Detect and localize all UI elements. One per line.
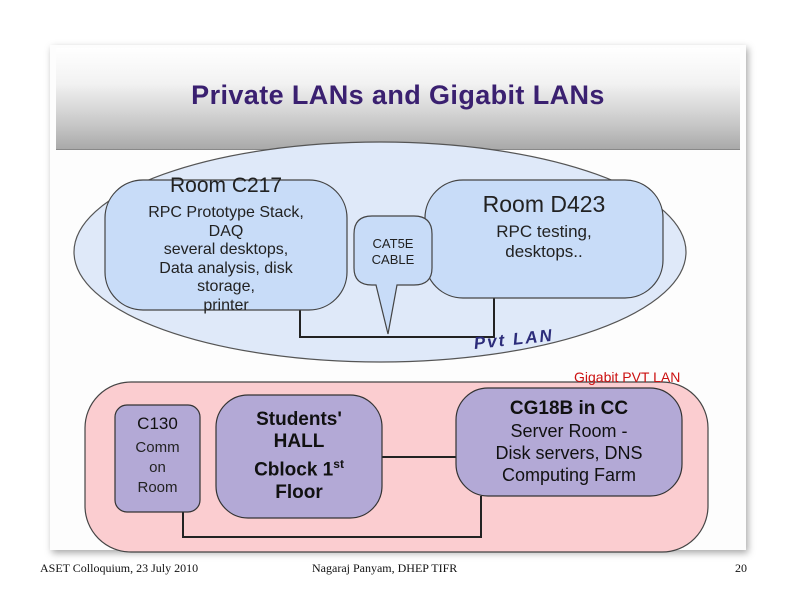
cg18b-line: Server Room - — [510, 421, 628, 441]
room-c217-title: Room C217 — [169, 174, 283, 197]
room-c217-details: RPC Prototype Stack, DAQ several desktop… — [105, 204, 347, 315]
cg18b-title: CG18B in CC — [509, 398, 629, 419]
room-c217-box — [104, 179, 348, 311]
students-hall-line: Students' — [256, 409, 342, 431]
c130-line: Room — [137, 478, 178, 496]
callout-line: CABLE — [371, 252, 415, 267]
students-hall-line: Floor — [275, 481, 323, 503]
room-d423-title: Room D423 — [482, 191, 606, 217]
c130-box — [114, 404, 201, 513]
cg18b-node: CG18B in CC Server Room - Disk servers, … — [456, 388, 682, 496]
cg18b-box — [455, 387, 683, 497]
students-hall-line: Cblock 1 — [254, 459, 334, 481]
gigabit-link-bottom — [182, 496, 482, 538]
room-d423-details: RPC testing, desktops.. — [425, 222, 663, 262]
slide-title: Private LANs and Gigabit LANs — [191, 80, 605, 110]
c130-title: C130 — [137, 413, 178, 433]
students-hall-node: Students' HALL Cblock 1st Floor — [216, 395, 382, 518]
students-hall-line-3: Cblock 1st — [254, 453, 344, 481]
room-c217-line: DAQ — [208, 222, 244, 240]
students-hall-box — [215, 394, 383, 519]
c130-node: C130 Comm on Room — [115, 405, 200, 512]
page-number: 20 — [735, 561, 747, 575]
footer-center: Nagaraj Panyam, DHEP TIFR — [312, 561, 458, 575]
students-hall-superscript: st — [333, 457, 344, 472]
title-bar — [56, 48, 740, 150]
gigabit-lan-label: Gigabit PVT LAN — [574, 369, 681, 385]
room-c217-line: RPC Prototype Stack, — [148, 204, 304, 221]
c130-line: on — [149, 458, 166, 476]
room-c217-line: storage, — [197, 278, 255, 295]
room-c217-line: printer — [203, 296, 249, 314]
callout-line: CAT5E — [372, 236, 414, 251]
cg18b-line: Computing Farm — [501, 465, 637, 485]
cg18b-line: Disk servers, DNS — [495, 443, 643, 463]
room-c217-line: several desktops, — [163, 241, 289, 258]
room-d423-line: desktops.. — [505, 242, 583, 261]
c130-line: Comm — [135, 438, 180, 456]
cat5e-callout-text: CAT5E CABLE — [354, 236, 432, 268]
room-d423-line: RPC testing, — [496, 222, 592, 241]
footer-left: ASET Colloquium, 23 July 2010 — [40, 561, 199, 575]
students-hall-line: HALL — [273, 431, 325, 453]
cat5e-callout — [353, 215, 433, 335]
room-c217-line: Data analysis, disk — [159, 259, 293, 277]
